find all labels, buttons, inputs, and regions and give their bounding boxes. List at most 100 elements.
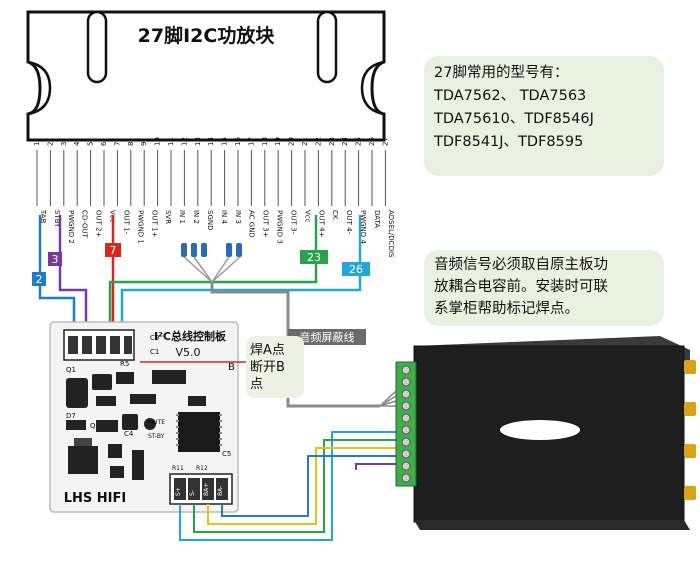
pin-label: DATA (373, 210, 381, 228)
pin-label: Vcc (303, 210, 311, 223)
board-pin-label: BA- (217, 486, 224, 496)
pin-label: PWGND 3 (276, 210, 284, 244)
pin-number: 25 (355, 137, 363, 146)
pin-number: 22 (314, 137, 322, 146)
board-pin-label: BA+ (203, 483, 210, 496)
pin-number: 7 (113, 142, 121, 146)
label-r11: R11 (172, 465, 184, 472)
pin-number: 3 (60, 142, 68, 146)
models-callout: 27脚常用的型号有： TDA7562、 TDA7563 TDA75610、TDF… (424, 56, 664, 176)
shield-label-bg (288, 329, 366, 345)
pin-label: OUT 4+ (317, 210, 325, 238)
chip-slot-right (316, 10, 338, 84)
label-q1: Q1 (66, 366, 76, 374)
tag-3: 3 (52, 253, 59, 266)
pin-label: OUT 2+ (95, 210, 103, 238)
tag-2: 2 (36, 273, 43, 286)
board-brand: LHS HIFI (64, 491, 127, 506)
solder-line-2: 断开B (250, 360, 285, 375)
dsp-module (395, 336, 696, 530)
label-d7: D7 (66, 412, 76, 420)
board-pin-label: S- (189, 490, 196, 496)
pin-number: 2 (46, 142, 54, 146)
pin-label: AC GND (248, 210, 256, 238)
terminal-screw (401, 413, 411, 423)
models-line-3: TDA75610、TDF8546J (434, 111, 594, 127)
pin-label: OUT 1+ (150, 210, 158, 238)
coupling-capacitors (181, 243, 242, 284)
pin-label: OUT 3- (289, 210, 297, 235)
terminal-screw (401, 401, 411, 411)
chip-slot-left (86, 10, 108, 84)
solder-line-3: 点 (250, 377, 264, 392)
terminal-screw (401, 365, 411, 375)
label-r5: R5 (120, 360, 129, 368)
label-c1: C1 (150, 348, 159, 356)
models-line-1: 27脚常用的型号有： (434, 65, 569, 81)
solder-callout: 焊A点 断开B 点 (246, 336, 304, 398)
control-board: I²C总线控制板 V5.0 C9 C1 R5 Q1 B D7 Q2 C4 MUT… (49, 321, 256, 513)
pin-label: CD-OUT (81, 210, 89, 239)
label-c4: C4 (124, 430, 134, 438)
pin-label: OUT 4- (345, 210, 353, 235)
pin-number: 14 (207, 137, 215, 146)
pin-label: PWGND 2 (67, 210, 75, 244)
pin-number: 23 (328, 137, 336, 146)
label-r12: R12 (196, 465, 208, 472)
wire-tags: 2 3 7 23 26 (32, 243, 370, 286)
pin-label: IN 3 (234, 210, 242, 224)
chip-pin-legs (36, 150, 386, 206)
chip-outline (26, 10, 386, 142)
board-bottom-pins: S+ S- BA+ BA- (175, 483, 224, 496)
signal-line-1: 音频信号必须取自原主板功 (434, 257, 608, 273)
chip-notch-left (27, 60, 52, 116)
board-pin-label: S+ (175, 487, 182, 496)
label-c5: C5 (222, 450, 231, 458)
label-stby: ST-BY (148, 433, 165, 440)
pin-number: 18 (261, 137, 269, 146)
pin-number: 11 (167, 137, 175, 146)
pin-number: 5 (87, 142, 95, 146)
pin-number: 13 (194, 137, 202, 146)
terminal-screw (401, 389, 411, 399)
shield-label: 音频屏蔽线 (300, 330, 355, 344)
tag-26: 26 (349, 263, 363, 276)
label-c9: C9 (150, 334, 159, 342)
terminal-screw (401, 461, 411, 471)
tag-23: 23 (307, 251, 321, 264)
pin-label: IN 4 (220, 210, 228, 225)
chip-title: 27脚I2C功放块 (138, 24, 276, 47)
terminal-screws (401, 365, 411, 483)
pin-label: PWGND 1 (136, 210, 144, 244)
pin-number: 27 (381, 137, 389, 146)
pin-label: TAB (39, 209, 47, 224)
tag-7: 7 (110, 244, 117, 257)
pin-number: 21 (301, 137, 309, 146)
pin-number: 26 (368, 137, 376, 146)
pin-number: 6 (100, 141, 108, 146)
pin-number: 20 (288, 137, 296, 146)
board-title: I²C总线控制板 (154, 329, 227, 343)
label-q2: Q2 (90, 422, 100, 430)
pin-label: SGND (206, 210, 214, 231)
wire-pin2 (38, 215, 76, 332)
wire-pin26 (120, 215, 362, 332)
signal-line-3: 系掌柜帮助标记焊点。 (434, 301, 579, 317)
terminal-screw (401, 449, 411, 459)
label-b: B (228, 362, 235, 373)
pin-label: SVR (164, 210, 172, 224)
solder-line-1: 焊A点 (250, 343, 285, 358)
board-version: V5.0 (175, 346, 200, 359)
pin-number: 17 (247, 137, 255, 146)
terminal-screw (401, 377, 411, 387)
terminal-block (395, 361, 417, 487)
pin-label: OUT 3+ (262, 210, 270, 238)
terminal-screw (401, 437, 411, 447)
pin-number: 15 (221, 137, 229, 146)
speaker-wires (179, 431, 412, 541)
chip-notch-right (360, 60, 385, 116)
terminal-screw (401, 473, 411, 483)
